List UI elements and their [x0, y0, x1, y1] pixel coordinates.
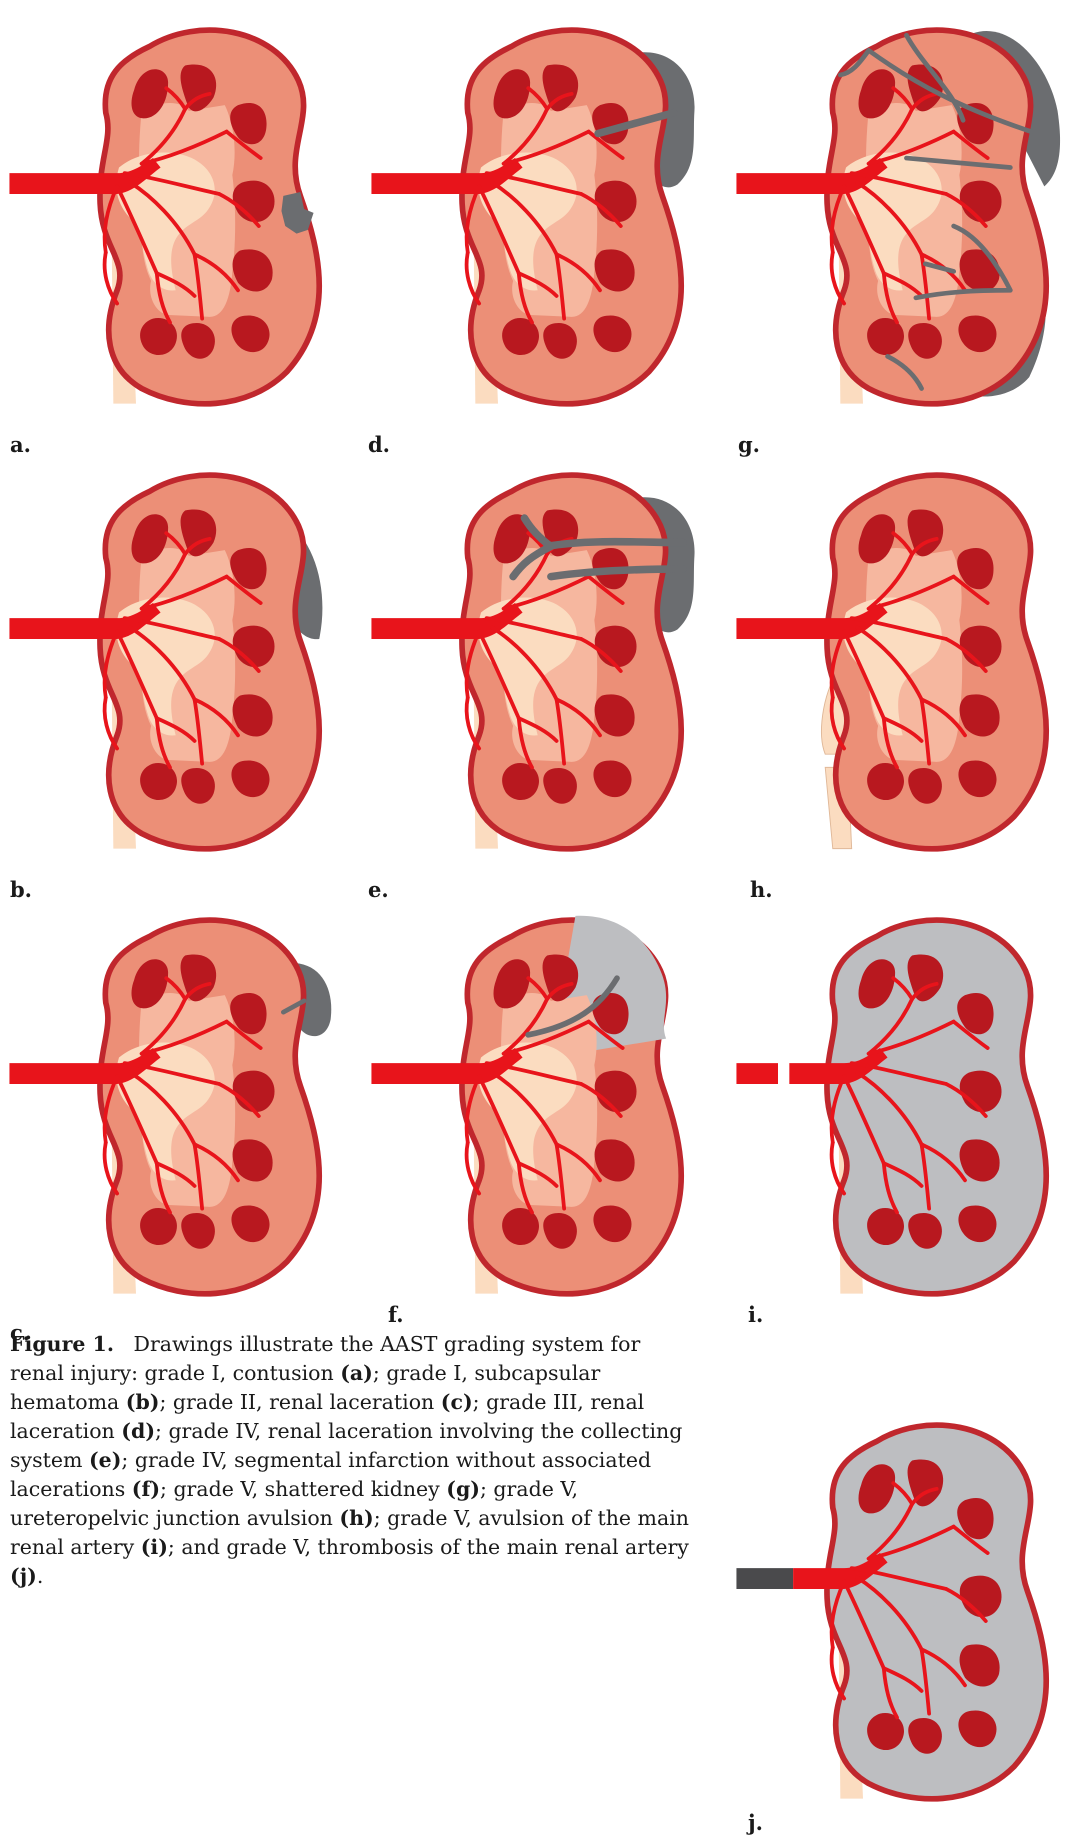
caption-text: . — [37, 1564, 44, 1588]
kidney-drawing — [727, 890, 1067, 1310]
kidney-drawing — [727, 0, 1067, 420]
panel-label-f: f. — [388, 1302, 404, 1327]
kidney — [9, 30, 319, 404]
kidney-panel-d — [362, 0, 702, 420]
kidney-drawing — [727, 445, 1067, 865]
caption-panel-ref: (i) — [141, 1535, 168, 1559]
kidney-drawing — [362, 445, 702, 865]
kidney-drawing — [0, 445, 340, 865]
caption-panel-ref: (b) — [126, 1390, 160, 1414]
kidney — [736, 1425, 1046, 1799]
caption-panel-ref: (h) — [339, 1506, 373, 1530]
caption-panel-ref: (c) — [441, 1390, 473, 1414]
caption-heading: Figure 1. — [10, 1332, 114, 1356]
caption-panel-ref: (j) — [10, 1564, 37, 1588]
kidney — [9, 920, 331, 1294]
kidney — [736, 475, 1046, 849]
kidney-panel-i — [727, 890, 1067, 1310]
panel-label-e: e. — [368, 877, 389, 902]
kidney-drawing — [0, 890, 340, 1310]
panel-label-b: b. — [10, 877, 32, 902]
kidney-panel-g — [727, 0, 1067, 420]
kidney — [9, 475, 322, 849]
kidney — [736, 920, 1046, 1294]
caption-panel-ref: (g) — [446, 1477, 480, 1501]
avulsed-artery-stump — [736, 1063, 778, 1084]
caption-panel-ref: (f) — [132, 1477, 160, 1501]
caption-panel-ref: (d) — [121, 1419, 155, 1443]
kidney-drawing — [727, 1395, 1067, 1815]
panel-label-a: a. — [10, 432, 31, 457]
thrombosed-artery — [736, 1568, 793, 1589]
kidney-panel-h — [727, 445, 1067, 865]
caption-body: Drawings illustrate the AAST grading sys… — [10, 1332, 689, 1588]
kidney-panel-a — [0, 0, 340, 420]
kidney-drawing — [0, 0, 340, 420]
caption-panel-ref: (e) — [89, 1448, 121, 1472]
caption-text: ; grade II, renal laceration — [160, 1390, 441, 1414]
caption-text: ; grade V, shattered kidney — [160, 1477, 446, 1501]
kidney-panel-b — [0, 445, 340, 865]
kidney — [371, 916, 681, 1294]
caption-panel-ref: (a) — [340, 1361, 373, 1385]
kidney — [371, 475, 694, 849]
figure-caption: Figure 1. Drawings illustrate the AAST g… — [10, 1330, 690, 1591]
kidney-drawing — [362, 890, 702, 1310]
panel-label-h: h. — [750, 877, 773, 902]
kidney-panel-e — [362, 445, 702, 865]
panel-label-g: g. — [738, 432, 760, 457]
kidney — [736, 30, 1060, 404]
kidney — [371, 30, 694, 404]
kidney-drawing — [362, 0, 702, 420]
kidney-panel-j — [727, 1395, 1067, 1815]
caption-text: ; and grade V, thrombosis of the main re… — [168, 1535, 689, 1559]
panel-label-j: j. — [748, 1810, 763, 1835]
kidney-panel-f — [362, 890, 702, 1310]
panel-label-d: d. — [368, 432, 390, 457]
panel-label-i: i. — [748, 1302, 763, 1327]
kidney-panel-c — [0, 890, 340, 1310]
